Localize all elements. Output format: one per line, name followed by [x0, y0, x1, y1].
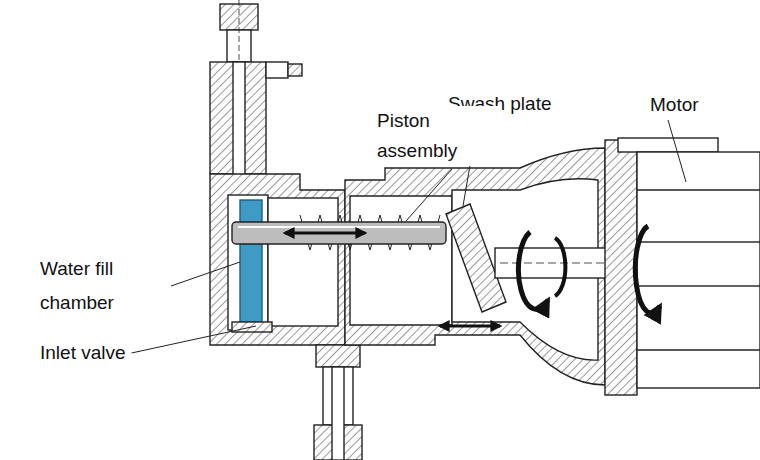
motor	[637, 242, 760, 286]
bottom-fitting	[314, 345, 362, 460]
motor	[637, 349, 760, 350]
swash-plate	[518, 232, 548, 309]
bottom-fitting	[316, 345, 360, 367]
pump-head	[210, 174, 345, 345]
pump-casing	[350, 196, 452, 325]
motor	[637, 152, 760, 388]
leader-line	[668, 120, 686, 182]
pump-casing	[345, 148, 605, 385]
top-fitting	[266, 62, 288, 78]
part-label: Inlet valve	[38, 341, 128, 365]
swash-plate	[440, 325, 500, 328]
bottom-fitting	[332, 367, 344, 460]
piston-assembly	[232, 222, 446, 244]
pump-head	[268, 198, 338, 326]
leader-line	[132, 326, 256, 353]
motor	[637, 189, 760, 190]
motor	[618, 138, 718, 152]
pump-casing	[345, 148, 605, 385]
part-label: Piston assembly	[375, 106, 499, 166]
motor	[635, 226, 660, 313]
swash-plate	[555, 238, 565, 296]
piston-assembly	[285, 232, 365, 235]
top-fitting	[220, 4, 258, 30]
pump-head	[240, 200, 262, 322]
leader-line	[171, 262, 240, 286]
top-fitting	[210, 0, 302, 202]
piston-assembly	[238, 226, 440, 228]
top-fitting	[239, 0, 240, 60]
leader-line	[406, 169, 452, 221]
part-label: Motor	[648, 93, 701, 117]
pump-head	[210, 174, 345, 345]
piston-assembly	[232, 215, 446, 250]
pump-head	[228, 195, 268, 330]
motor	[605, 138, 760, 395]
top-fitting	[288, 64, 302, 76]
part-label: Water fill chamber	[38, 252, 167, 320]
motor	[605, 140, 637, 395]
